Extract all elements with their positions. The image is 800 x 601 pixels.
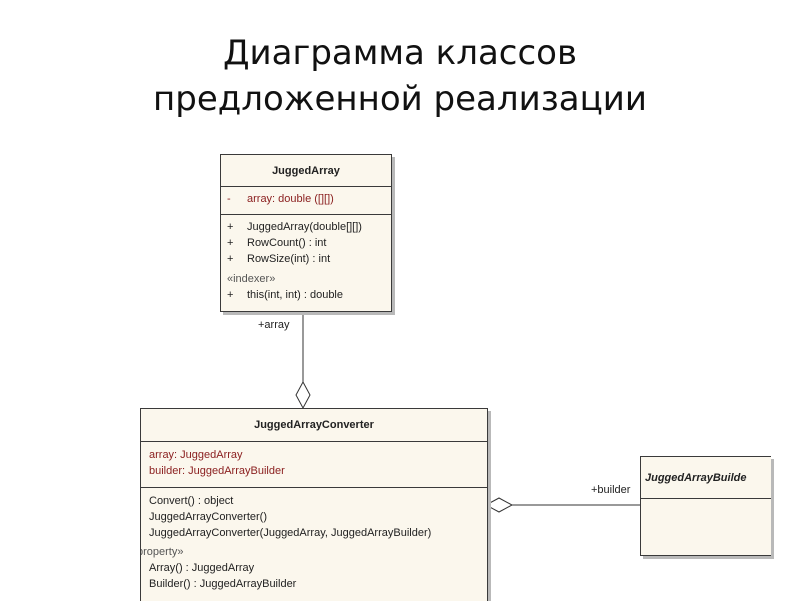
builder-aggregation-diamond <box>484 497 514 513</box>
operation-text: this(int, int) : double <box>247 289 343 301</box>
title-line-2: предложенной реализации <box>153 79 647 119</box>
attribute-text: array: double ([][]) <box>247 193 334 205</box>
operation-text: RowCount() : int <box>247 237 327 249</box>
operation-text: RowSize(int) : int <box>247 253 331 265</box>
stereotype-label: «indexer» <box>227 273 276 285</box>
class-jugged-array[interactable]: JuggedArray - array: double ([][]) + Jugge… <box>220 154 392 312</box>
visibility-marker: + <box>227 289 234 301</box>
attribute-row: array: JuggedArray <box>149 449 243 461</box>
title-line-1: Диаграмма классов <box>222 33 578 73</box>
attribute-row: - array: double ([][]) <box>221 191 391 207</box>
attribute-row: builder: JuggedArrayBuilder <box>149 465 285 477</box>
operation-row: + RowCount() : int <box>221 235 391 251</box>
visibility-marker: + <box>227 253 234 265</box>
attributes-compartment: array: JuggedArray builder: JuggedArrayB… <box>141 442 487 488</box>
operation-row: JuggedArrayConverter() <box>149 511 267 523</box>
operation-row: Builder() : JuggedArrayBuilder <box>149 578 297 590</box>
operation-text: JuggedArray(double[][]) <box>247 221 362 233</box>
class-name: JuggedArrayBuilde <box>641 457 771 499</box>
operation-row: Convert() : object <box>149 495 234 507</box>
class-jugged-array-builder[interactable]: JuggedArrayBuilde <box>640 456 771 556</box>
operations-compartment: Convert() : object JuggedArrayConverter(… <box>141 488 487 592</box>
class-name: JuggedArray <box>221 155 391 187</box>
builder-association-label: +builder <box>591 484 631 496</box>
class-jugged-array-converter[interactable]: JuggedArrayConverter array: JuggedArray … <box>140 408 488 601</box>
operation-row: + RowSize(int) : int <box>221 251 391 267</box>
class-name: JuggedArrayConverter <box>141 409 487 442</box>
visibility-marker: - <box>227 193 231 205</box>
operation-row: + this(int, int) : double <box>221 287 391 303</box>
operation-row: Array() : JuggedArray <box>149 562 255 574</box>
visibility-marker: + <box>227 237 234 249</box>
operations-compartment: + JuggedArray(double[][]) + RowCount() : i… <box>221 215 391 303</box>
attributes-compartment: - array: double ([][]) <box>221 187 391 215</box>
stereotype-label: property» <box>140 546 184 558</box>
array-aggregation-diamond <box>295 380 311 410</box>
visibility-marker: + <box>227 221 234 233</box>
operation-row: + JuggedArray(double[][]) <box>221 219 391 235</box>
slide-title: Диаграмма классов предложенной реализаци… <box>0 30 800 122</box>
array-association-label: +array <box>258 319 290 331</box>
operation-row: JuggedArrayConverter(JuggedArray, Jugged… <box>149 527 432 539</box>
